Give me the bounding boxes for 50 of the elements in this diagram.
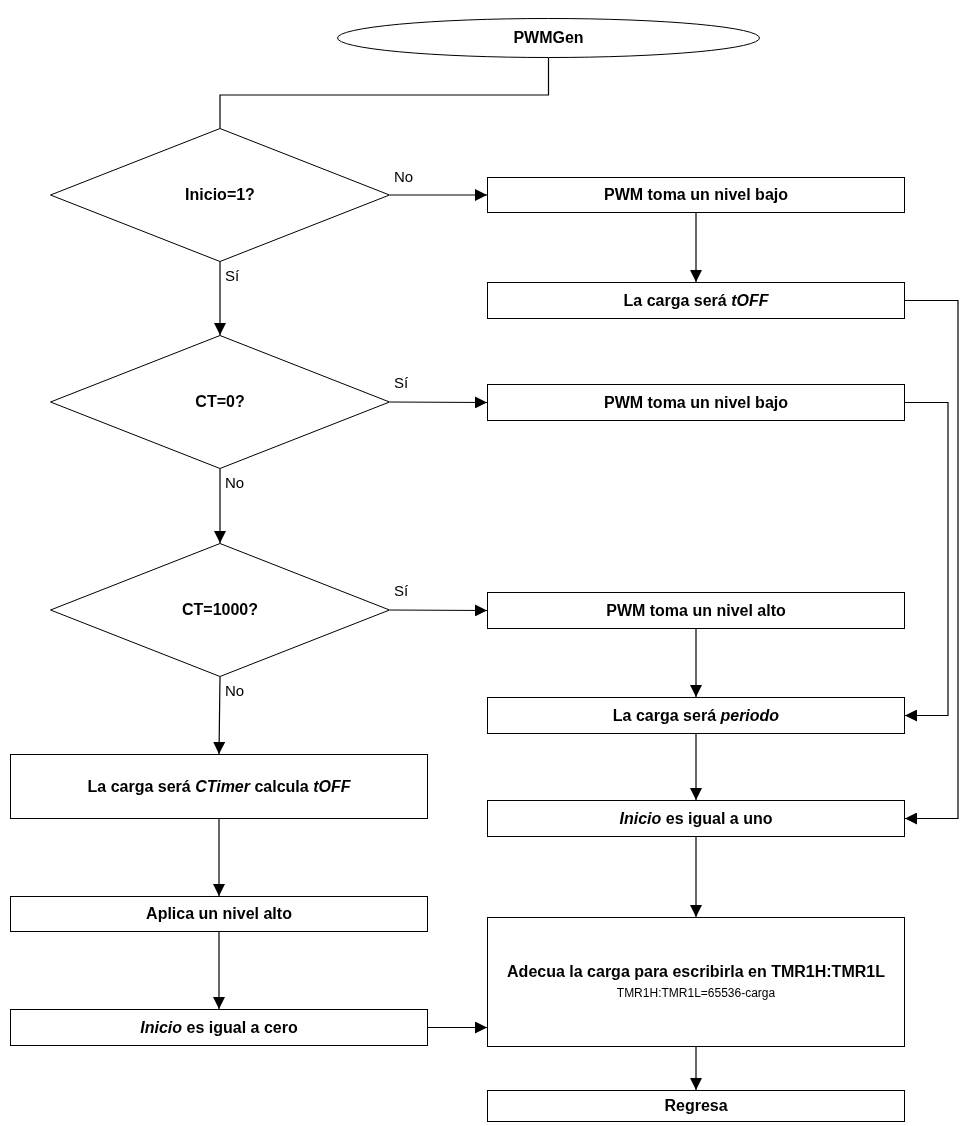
process-box xyxy=(487,384,905,421)
arrow xyxy=(427,1021,488,1034)
node-text: La carga será periodo xyxy=(612,705,780,726)
edge-label: Sí xyxy=(393,374,410,391)
process-box xyxy=(487,282,905,319)
arrow xyxy=(389,604,488,617)
node-text: PWM toma un nivel alto xyxy=(606,600,786,621)
decision-diamond xyxy=(50,335,390,469)
process-box xyxy=(10,754,428,819)
terminal-ellipse xyxy=(337,18,760,58)
arrow xyxy=(213,676,226,755)
arrow xyxy=(690,212,702,283)
process-box xyxy=(10,1009,428,1046)
formula-text: TMR1H:TMR1L=65536-carga xyxy=(616,985,776,1002)
edge-label: Sí xyxy=(393,582,410,599)
process-box xyxy=(487,592,905,629)
arrow xyxy=(213,818,225,897)
process-box xyxy=(487,800,905,837)
node-text: La carga será CTimer calcula tOFF xyxy=(87,776,351,797)
node-text: Regresa xyxy=(664,1096,728,1116)
node-text: CT=1000? xyxy=(181,600,258,620)
arrow xyxy=(389,189,488,201)
process-box xyxy=(487,697,905,734)
arrow xyxy=(214,468,226,544)
process-box xyxy=(487,1090,905,1122)
arrow xyxy=(904,299,959,825)
node-text: La carga será tOFF xyxy=(623,290,769,311)
decision-diamond xyxy=(50,128,390,262)
node-text: Aplica un nivel alto xyxy=(146,904,292,924)
arrow xyxy=(904,401,949,722)
node-text: Inicio es igual a cero xyxy=(140,1017,298,1038)
edge-label: Sí xyxy=(224,267,241,284)
process-box xyxy=(487,177,905,213)
node-text: Inicio=1? xyxy=(185,185,255,205)
arrow xyxy=(690,628,702,698)
arrow xyxy=(690,733,702,801)
node-text: Inicio es igual a uno xyxy=(619,808,773,829)
arrow xyxy=(213,931,225,1010)
node-text: CT=0? xyxy=(195,392,245,412)
node-text: PWMGen xyxy=(513,28,584,48)
node-text: PWM toma un nivel bajo xyxy=(604,185,788,205)
node-text: Adecua la carga para escribirla en TMR1H:TMR1L xyxy=(507,962,885,982)
arrow xyxy=(389,396,488,409)
arrow xyxy=(690,1046,702,1091)
process-box xyxy=(10,896,428,932)
process-box xyxy=(487,917,905,1047)
node-text: PWM toma un nivel bajo xyxy=(604,392,788,413)
arrow xyxy=(690,836,702,918)
arrow xyxy=(214,261,226,336)
decision-diamond xyxy=(50,543,390,677)
